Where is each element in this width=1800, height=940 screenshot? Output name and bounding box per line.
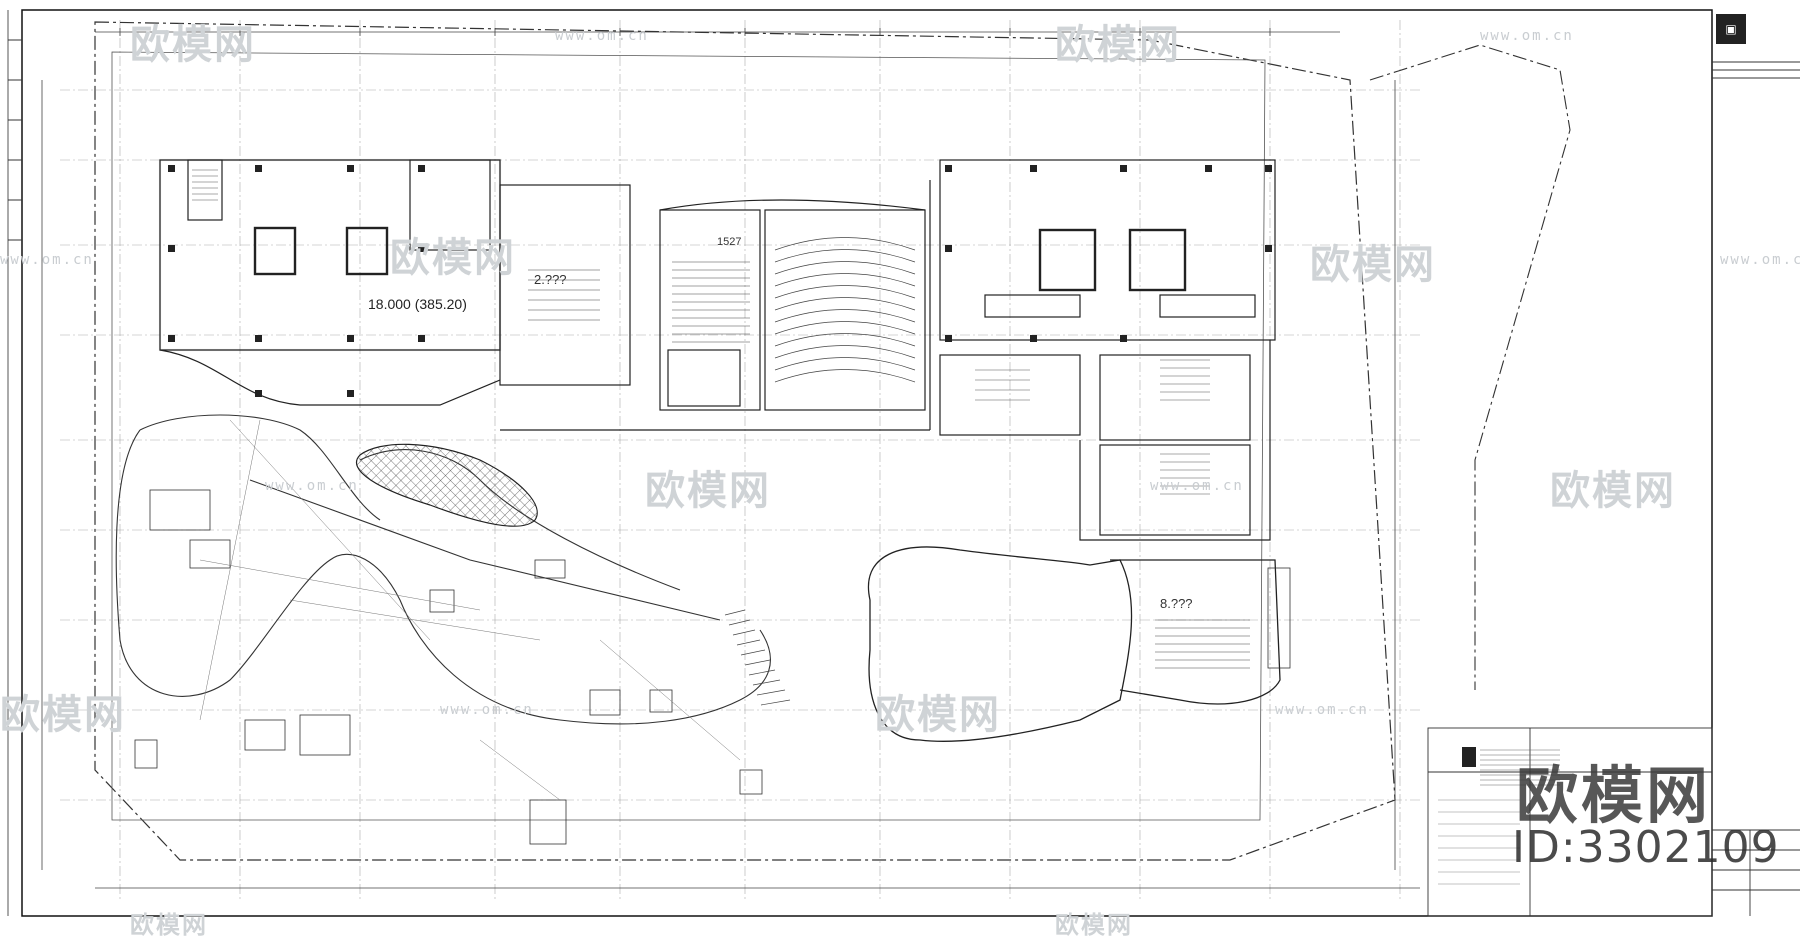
watermark-url: www.om.cn: [1150, 478, 1244, 494]
watermark-brand-large: 欧模网: [1516, 759, 1712, 832]
watermark-id: ID:3302109: [1512, 822, 1780, 873]
room-number: 1527: [717, 236, 742, 248]
watermark-url: www.om.cn: [440, 702, 534, 718]
watermark-brand: 欧模网: [875, 692, 1001, 738]
watermark-url: www.om.cn: [265, 478, 359, 494]
firm-logo-icon: ▣: [1716, 14, 1746, 44]
watermark-url: www.om.cn: [1275, 702, 1369, 718]
watermark-brand: 欧模网: [645, 468, 771, 514]
watermark-brand: 欧模网: [130, 911, 208, 939]
watermark-brand: 欧模网: [1055, 911, 1133, 939]
watermark-url: www.om.cn: [1480, 28, 1574, 44]
watermark-brand: 欧模网: [1310, 242, 1436, 288]
watermark-brand: 欧模网: [1550, 468, 1676, 514]
watermark-url: www.om.cn: [555, 28, 649, 44]
room-number: 2.???: [534, 272, 567, 287]
watermark-brand: 欧模网: [390, 235, 516, 281]
watermark-url: www.om.cn: [1720, 252, 1800, 268]
watermark-brand: 欧模网: [1055, 22, 1181, 68]
level-elevation-mark: 18.000 (385.20): [368, 296, 467, 312]
watermark-url: www.om.cn: [0, 252, 94, 268]
watermark-brand: 欧模网: [0, 692, 126, 738]
room-number: 8.???: [1160, 596, 1193, 611]
watermark-brand: 欧模网: [130, 22, 256, 68]
